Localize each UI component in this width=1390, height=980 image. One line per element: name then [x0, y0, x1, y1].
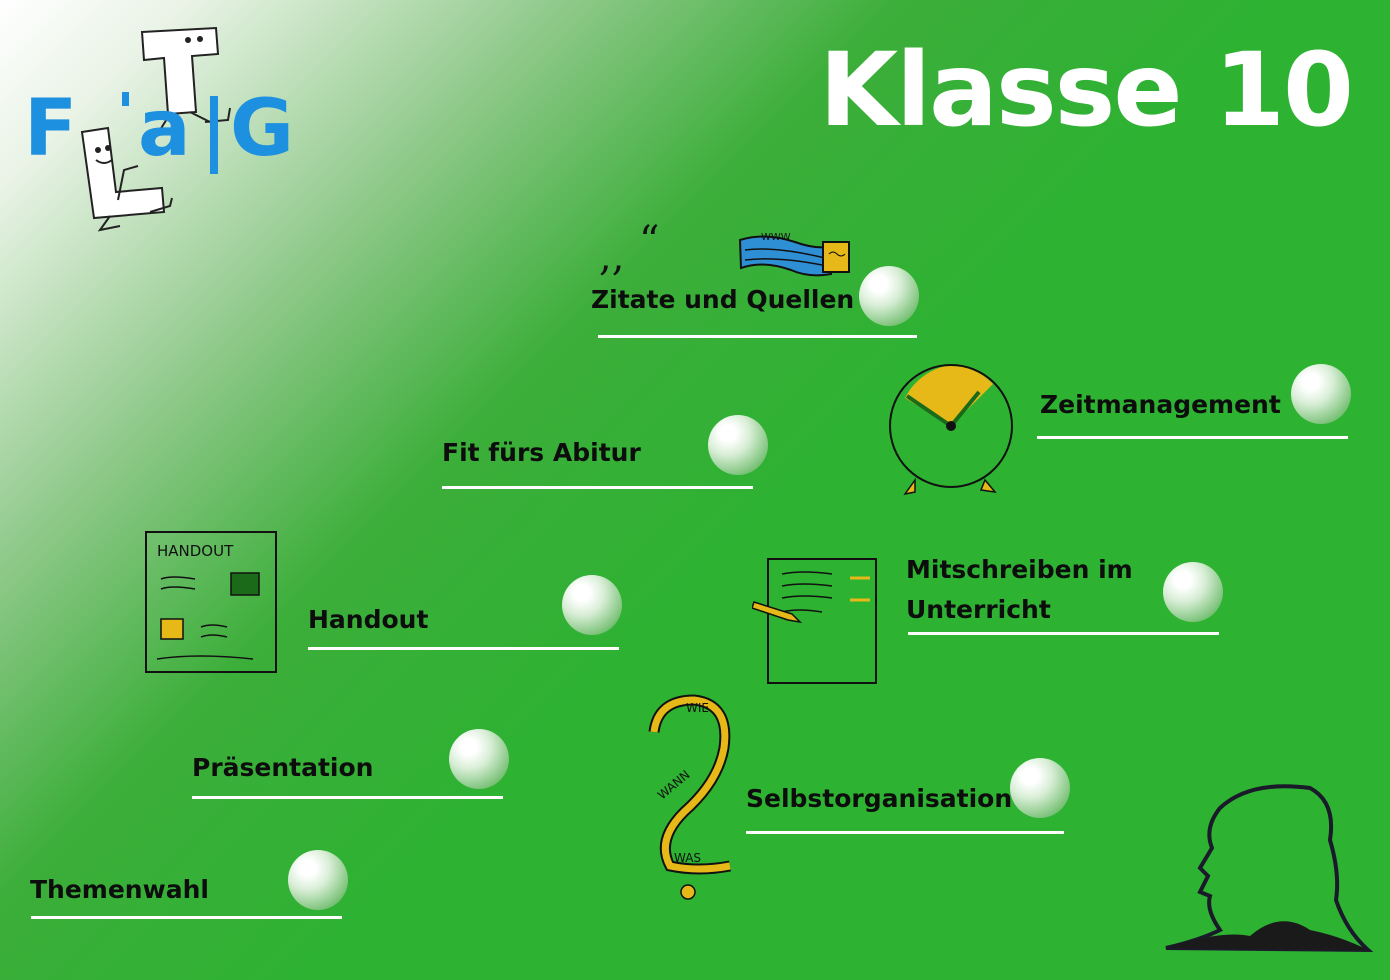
question-word-was: WAS: [674, 851, 701, 865]
topic-underline: [598, 335, 917, 338]
topic-underline: [31, 916, 342, 919]
topic-label: Präsentation: [192, 753, 374, 782]
page-title: Klasse 10: [819, 31, 1354, 150]
svg-text:,,: ,,: [599, 234, 624, 280]
svg-text:“: “: [639, 218, 659, 264]
topic-underline: [908, 632, 1219, 635]
topic-ball-button[interactable]: [562, 575, 622, 635]
quotes-scroll-icon: ,, “ WWW: [599, 218, 850, 280]
logo-letter-a: a: [138, 84, 191, 174]
topic-label: Selbstorganisation: [746, 784, 1013, 813]
topic-underline: [192, 796, 503, 799]
topic-label: Zeitmanagement: [1040, 390, 1281, 419]
topic-underline: [1037, 436, 1348, 439]
topic-label: Themenwahl: [30, 875, 209, 904]
topic-ball-button[interactable]: [288, 850, 348, 910]
topic-ball-button[interactable]: [1291, 364, 1351, 424]
handout-icon: HANDOUT: [145, 531, 277, 673]
topic-ball-button[interactable]: [1010, 758, 1070, 818]
topic-ball-button[interactable]: [1163, 562, 1223, 622]
flag-logo: F a G: [20, 20, 310, 240]
topic-ball-button[interactable]: [708, 415, 768, 475]
logo-letter-f: F: [24, 84, 78, 174]
clock-icon: [889, 364, 1013, 496]
portrait-silhouette-icon: [1165, 784, 1374, 953]
topic-underline: [746, 831, 1064, 834]
logo-letter-g: G: [230, 84, 295, 174]
question-word-wann: WANN: [655, 768, 693, 803]
question-mark-icon: WIE WANN WAS: [648, 694, 732, 900]
www-label: WWW: [761, 232, 791, 243]
topic-underline: [442, 486, 753, 489]
notebook-pencil-icon: [752, 558, 877, 684]
topic-ball-button[interactable]: [859, 266, 919, 326]
topic-label: Mitschreiben im Unterricht: [906, 555, 1133, 624]
topic-ball-button[interactable]: [449, 729, 509, 789]
letter-mascot-icon: [80, 26, 231, 232]
topic-label: Zitate und Quellen: [591, 285, 855, 314]
topic-label: Handout: [308, 605, 429, 634]
handout-heading: HANDOUT: [157, 542, 234, 560]
topic-underline: [308, 647, 619, 650]
topic-label: Fit fürs Abitur: [442, 438, 641, 467]
question-word-wie: WIE: [686, 701, 709, 715]
